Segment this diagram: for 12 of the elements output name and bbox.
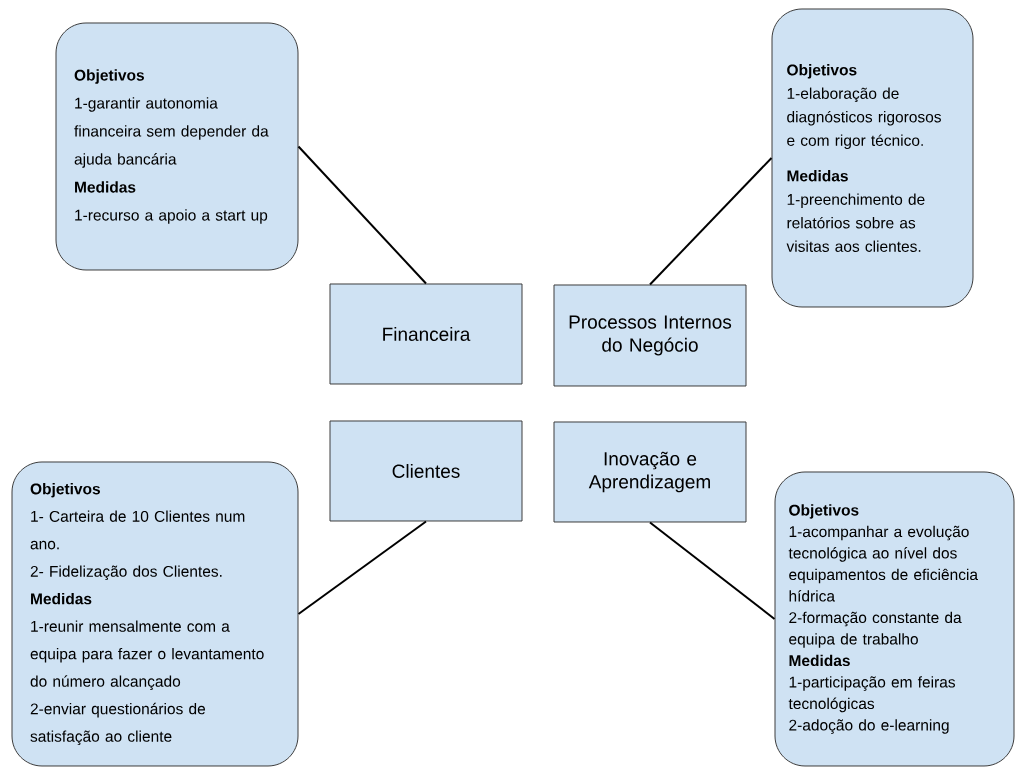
- connector-line: [649, 157, 773, 286]
- connector-line: [297, 145, 427, 285]
- note-box: Objetivos 1-garantir autonomia financeira sem depender da ajuda bancária Medidas 1-recurso a apoio a start up: [55, 22, 299, 271]
- connector-line: [649, 521, 776, 620]
- note-box: Objetivos 1- Carteira de 10 Clientes num ano. 2- Fidelização dos Clientes. Medidas 1-reunir mensalmente com a equipa para fazer o levantamento do número alcançado 2-enviar questionários de satisfação ao cliente: [11, 461, 299, 767]
- category-box: Inovação e Aprendizagem: [553, 421, 747, 523]
- category-box: Clientes: [329, 420, 523, 522]
- note-box: Objetivos 1-elaboração de diagnósticos rigorosos e com rigor técnico. Medidas 1-preenchimento de relatórios sobre as visitas aos clientes.: [771, 8, 974, 308]
- note-box: Objetivos 1-acompanhar a evolução tecnológica ao nível dos equipamentos de eficiência hídrica 2-formação constante da equipa de trabalho Medidas 1-participação em feiras tecnológicas 2-adoção do e-learning: [774, 471, 1015, 767]
- connector-line: [297, 520, 427, 615]
- category-box: Processos Internos do Negócio: [553, 284, 747, 387]
- category-box: Financeira: [329, 283, 523, 385]
